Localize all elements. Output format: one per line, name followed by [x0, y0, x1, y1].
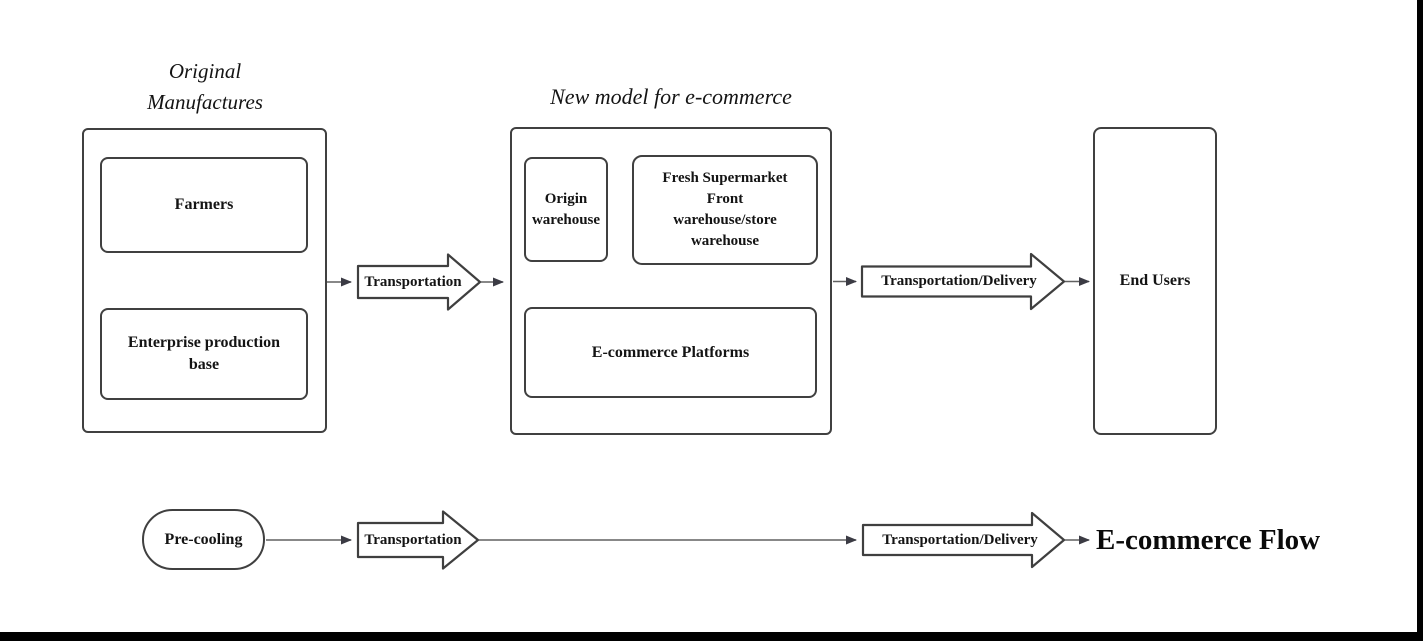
arrow-label-transportation-delivery-bottom: Transportation/Delivery: [882, 531, 1038, 548]
arrow-label-transportation-bottom: Transportation: [364, 532, 462, 548]
bottom-frame-bar: [0, 632, 1423, 641]
node-enterprise-production-base: Enterprise production base: [100, 308, 308, 400]
arrow-label-transportation-delivery-top: Transportation/Delivery: [881, 273, 1037, 289]
arrow-label-transportation-top: Transportation: [364, 273, 462, 290]
node-fresh-supermarket-warehouse: Fresh Supermarket Front warehouse/store …: [632, 155, 818, 265]
block-arrow-transportation-top: [356, 253, 482, 311]
node-farmers: Farmers: [100, 157, 308, 253]
right-frame-bar: [1417, 0, 1423, 641]
group-title-original-manufactures: Original Manufactures: [147, 59, 263, 114]
node-ecommerce-platforms: E-commerce Platforms: [524, 307, 817, 398]
node-end-users: End Users: [1093, 127, 1217, 435]
ecommerce-flow-label: E-commerce Flow: [1096, 524, 1321, 556]
block-arrow-transportation-bottom: [356, 510, 480, 570]
node-pre-cooling: Pre-cooling: [142, 509, 265, 570]
node-origin-warehouse: Origin warehouse: [524, 157, 608, 262]
group-title-new-model: New model for e-commerce: [550, 84, 792, 109]
block-arrow-transportation-delivery-bottom: [861, 511, 1066, 569]
block-arrow-transportation-delivery-top: [860, 252, 1066, 311]
